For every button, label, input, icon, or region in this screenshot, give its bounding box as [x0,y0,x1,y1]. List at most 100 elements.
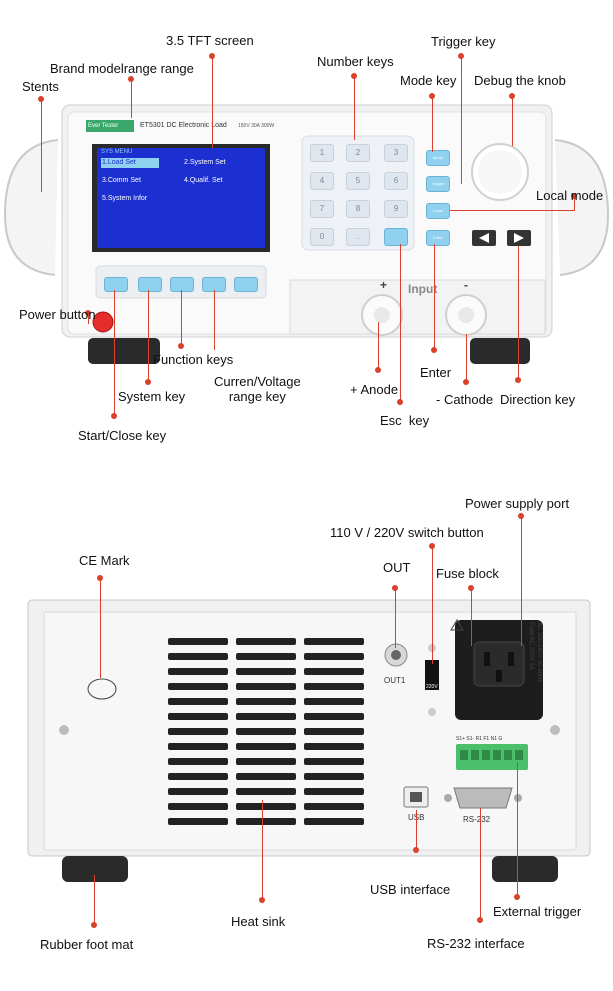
vent-slot [304,728,364,735]
annotation-rubber-foot-mat: Rubber foot mat [40,937,134,952]
leader-dot-system-key [145,379,151,385]
annotation-local-mode: Local mode [536,188,604,203]
screen-item-comm: 3.Comm Set [102,177,141,184]
annotation-heat-sink: Heat sink [231,914,286,929]
vent-slot [168,773,228,780]
number-key-4[interactable]: 4 [310,172,334,190]
annotation-fuse-block: Fuse block [436,566,499,581]
leader-dot-enter [431,347,437,353]
annotation-number-keys: Number keys [317,54,394,69]
leader-dot-rubber-foot [91,922,97,928]
vent-slot [168,803,228,810]
number-keypad: 1 2 3 4 5 6 7 8 9 0 . [306,144,412,248]
current-voltage-range-key[interactable] [170,277,194,292]
leader-trigger [461,56,462,184]
leader-range-key [214,290,215,350]
leader-function-keys [181,290,182,346]
leader-esc [400,244,401,402]
number-key-dot[interactable]: . [346,228,370,246]
vent-slot [304,743,364,750]
vent-slot [168,788,228,795]
vent-slot [236,728,296,735]
vent-slot [168,653,228,660]
number-key-1[interactable]: 1 [310,144,334,162]
annotation-switch-button: 110 V / 220V switch button [330,525,484,540]
annotation-stents: Stents [22,79,59,94]
vent-slot [236,773,296,780]
annotation-debug-knob: Debug the knob [474,73,566,88]
leader-dot-power-port [518,513,524,519]
number-key-7[interactable]: 7 [310,200,334,218]
leader-out [395,588,396,648]
leader-external-trigger [517,762,518,897]
leader-stents [41,100,42,192]
annotation-external-trigger: External trigger [493,904,582,919]
leader-mode [432,96,433,152]
annotation-anode: + Anode [350,382,399,397]
number-key-3[interactable]: 3 [384,144,408,162]
terminal-label: S1+ S1- R1 F1 N1 G [456,736,503,742]
vent-slot [236,683,296,690]
leader-local [450,210,574,211]
local-key[interactable]: Local [426,203,450,219]
vent-slot [168,758,228,765]
leader-anode [378,322,379,370]
leader-dot-rs232 [477,917,483,923]
annotation-cathode: - Cathode [436,392,494,407]
number-key-9[interactable]: 9 [384,200,408,218]
annotation-range-key: Curren/Voltage range key [214,374,301,404]
vent-slot [168,668,228,675]
vent-slot [304,788,364,795]
mode-key[interactable]: Mode [426,150,450,166]
start-close-key[interactable] [104,277,128,292]
vent-slot [168,743,228,750]
annotation-direction-key: Direction key [500,392,576,407]
model-range-label: 150V 30A 300W [238,123,275,129]
annotation-rs232-interface: RS-232 interface [427,936,525,951]
back-device: OUT1 220V AC 200-240V 50-60Hz Fuse AC 25… [0,480,613,986]
vent-slot [236,638,296,645]
vent-slot [168,698,228,705]
screen-item-system: 2.System Set [184,159,226,166]
number-key-6[interactable]: 6 [384,172,408,190]
leader-dot-brand [128,76,134,82]
trigger-key[interactable]: Trigger [426,176,450,192]
leader-fuse [471,588,472,646]
enter-key[interactable]: Enter [426,230,450,246]
vent-slot [236,788,296,795]
leader-dot-screen [209,53,215,59]
annotation-function-keys: Function keys [153,352,234,367]
input-label: Input [408,282,438,296]
vent-slot [236,668,296,675]
vent-slot [304,698,364,705]
leader-rs232 [480,808,481,920]
system-key[interactable] [138,277,162,292]
leader-direction [518,246,519,380]
leader-dot-out [392,585,398,591]
number-key-0[interactable]: 0 [310,228,334,246]
vent-slot [304,713,364,720]
vent-slot [304,653,364,660]
screen-item-info: 5.System Infor [102,195,148,202]
esc-key[interactable] [384,228,408,246]
leader-dot-usb [413,847,419,853]
vent-slot [236,713,296,720]
out1-label: OUT1 [384,676,406,685]
leader-dot-local [571,193,577,199]
leader-dot-function-keys [178,343,184,349]
function-key-5[interactable] [234,277,258,292]
leader-enter [434,244,435,350]
annotation-system-key: System key [118,389,186,404]
vent-slot [168,818,228,825]
vent-slot [236,743,296,750]
leader-rubber-foot [94,875,95,925]
leader-local-v [574,196,575,211]
number-key-5[interactable]: 5 [346,172,370,190]
annotation-ce-mark: CE Mark [79,553,130,568]
vent-slot [236,803,296,810]
vent-slot [236,758,296,765]
number-key-2[interactable]: 2 [346,144,370,162]
number-key-8[interactable]: 8 [346,200,370,218]
rs232-port-label: RS-232 [463,815,491,824]
leader-heat-sink [262,800,263,900]
